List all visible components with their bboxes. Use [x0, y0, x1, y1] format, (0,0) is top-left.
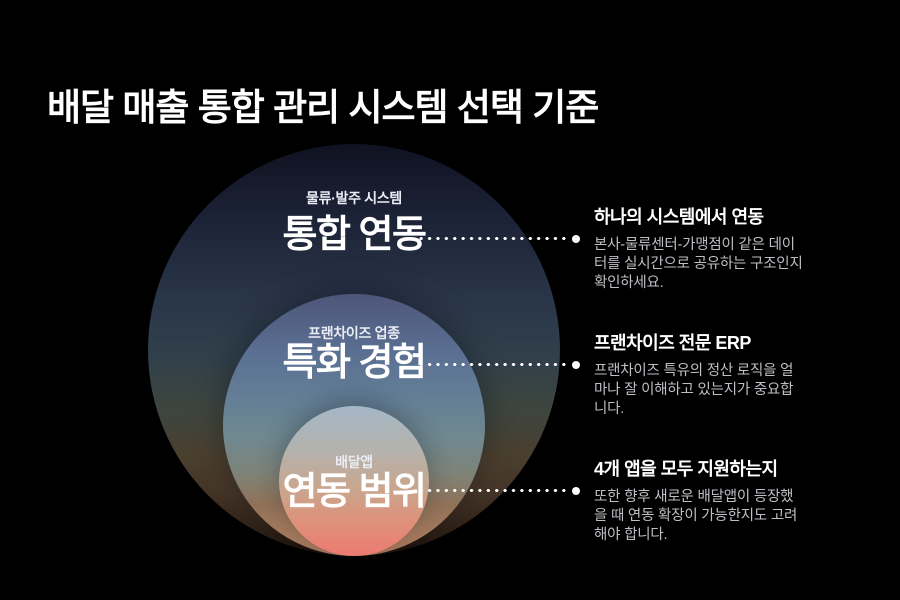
leader-end-dot-2 [572, 361, 580, 369]
ring-category-outer: 물류·발주 시스템 [305, 190, 402, 206]
leader-line-3 [417, 488, 568, 493]
leader-end-dot-3 [572, 487, 580, 495]
ring-category-middle: 프랜차이즈 업종 [308, 325, 400, 341]
callout-body: 프랜차이즈 특유의 정산 로직을 얼마나 잘 이해하고 있는지가 중요합니다. [594, 363, 794, 417]
callout-body: 또한 향후 새로운 배달앱이 등장했을 때 연동 확장이 가능한지도 고려해야 … [594, 489, 798, 543]
ring-category-inner: 배달앱 [335, 454, 373, 470]
callout-heading: 4개 앱을 모두 지원하는지 [594, 459, 778, 479]
page-title: 배달 매출 통합 관리 시스템 선택 기준 [47, 86, 599, 128]
callout-heading: 하나의 시스템에서 연동 [594, 207, 764, 227]
ring-label-middle: 특화 경험 [282, 342, 427, 384]
callout-heading: 프랜차이즈 전문 ERP [594, 333, 751, 353]
callout-integrated-linkage: 하나의 시스템에서 연동 본사-물류센터-가맹점이 같은 데이터를 실시간으로 … [594, 205, 806, 293]
circle-delivery-app [279, 406, 429, 556]
callout-franchise-erp: 프랜차이즈 전문 ERP 프랜차이즈 특유의 정산 로직을 얼마나 잘 이해하고… [594, 331, 806, 419]
ring-label-inner: 연동 범위 [282, 471, 427, 513]
ring-label-outer: 통합 연동 [282, 214, 427, 256]
callout-app-support: 4개 앱을 모두 지원하는지 또한 향후 새로운 배달앱이 등장했을 때 연동 … [594, 457, 806, 545]
leader-line-1 [417, 236, 568, 241]
leader-end-dot-1 [572, 235, 580, 243]
leader-line-2 [417, 362, 568, 367]
callout-body: 본사-물류센터-가맹점이 같은 데이터를 실시간으로 공유하는 구조인지 확인하… [594, 237, 803, 291]
